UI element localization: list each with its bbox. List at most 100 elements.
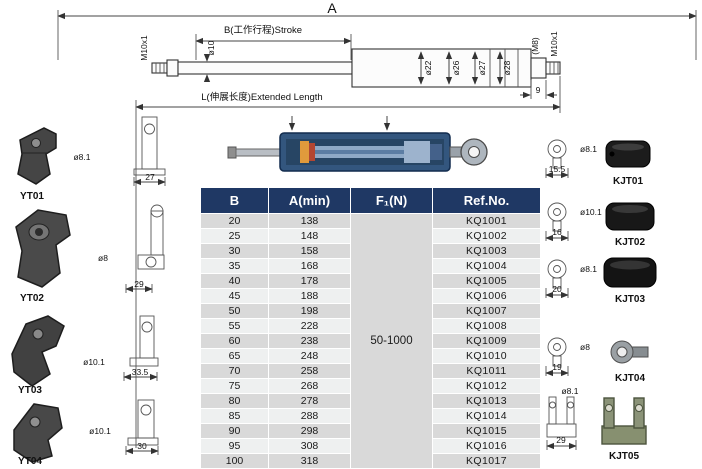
cell-ref-no: KQ1013 [432,393,541,409]
dim-dia28-label: ø28 [502,60,512,75]
cell-ref-no: KQ1009 [432,333,541,349]
cell-a-min: 148 [268,228,351,244]
piston-rod [235,148,283,157]
fitting-dia-kjt05: ø8.1 [561,386,578,396]
cell-a-min: 288 [268,408,351,424]
left-fittings: YT01 ø8.1 27 YT02 ø8 [11,116,166,467]
cell-ref-no: KQ1004 [432,258,541,274]
fitting-label-kjt03: KJT03 [615,294,645,305]
dim-m8-label: (M8) [530,37,540,55]
cell-ref-no: KQ1017 [432,453,541,469]
fitting-label-yt03: YT03 [18,385,42,396]
header-b: B [200,187,269,214]
fitting-photo-kjt03 [603,257,657,288]
cell-b: 75 [200,378,269,394]
fitting-width-kjt05: 29 [556,435,566,445]
seal-ring [309,143,315,161]
fitting-photo-kjt04 [610,340,649,364]
fitting-photo-kjt05 [601,397,647,445]
fitting-outline-kjt01 [545,139,569,179]
cell-ref-no: KQ1003 [432,243,541,259]
cell-a-min: 178 [268,273,351,289]
eyelet-stem [449,146,463,158]
fitting-outline-kjt03 [545,259,569,299]
fitting-photo-yt03 [11,315,65,387]
cell-ref-no: KQ1005 [432,273,541,289]
fitting-width-kjt04: 19 [552,362,562,372]
fitting-dia-yt01: ø8.1 [73,152,90,162]
cell-ref-no: KQ1016 [432,438,541,454]
cell-a-min: 318 [268,453,351,469]
cell-a-min: 198 [268,303,351,319]
cell-b: 85 [200,408,269,424]
top-dimension-drawing: A B(工作行程)Stroke [57,0,697,448]
fitting-label-kjt05: KJT05 [609,451,639,462]
header-a-min: A(min) [268,187,351,214]
cell-b: 30 [200,243,269,259]
dim-thread-left-label: M10x1 [139,35,149,61]
fitting-dia-yt03: ø10.1 [83,357,105,367]
cell-b: 100 [200,453,269,469]
fitting-dia-yt04: ø10.1 [89,426,111,436]
cell-ref-no: KQ1015 [432,423,541,439]
fitting-outline-yt03 [123,315,159,381]
fitting-photo-kjt01 [605,140,651,168]
fitting-label-kjt02: KJT02 [615,237,645,248]
cell-b: 50 [200,303,269,319]
cell-a-min: 258 [268,363,351,379]
fitting-width-kjt02: 16 [552,227,562,237]
fitting-outline-yt02 [125,204,165,293]
rod-end-cap [227,146,237,159]
cell-a-min: 158 [268,243,351,259]
right-fittings: ø8.1 15.5 KJT01 ø10.1 16 [545,139,657,462]
cell-b: 70 [200,363,269,379]
cell-b: 95 [200,438,269,454]
eyelet-hole [468,146,480,158]
cell-ref-no: KQ1002 [432,228,541,244]
seal-pack [300,141,309,163]
cell-ref-no: KQ1001 [432,213,541,229]
cell-a-min: 188 [268,288,351,304]
cell-b: 65 [200,348,269,364]
fitting-width-yt01: 27 [145,172,155,182]
cell-b: 80 [200,393,269,409]
dim-end-label: 9 [536,85,541,95]
cell-ref-no: KQ1010 [432,348,541,364]
cell-a-min: 308 [268,438,351,454]
spec-table-header-row: B A(min) F₁(N) Ref.No. [200,187,541,214]
fitting-photo-yt04 [13,403,63,463]
cell-ref-no: KQ1007 [432,303,541,319]
cell-b: 20 [200,213,269,229]
cell-a-min: 228 [268,318,351,334]
fitting-dia-kjt03: ø8.1 [580,264,597,274]
fitting-width-kjt01: 15.5 [549,164,566,174]
fitting-outline-yt01 [133,116,166,186]
fitting-width-kjt03: 20 [552,284,562,294]
dim-rod-dia-label: ø10 [206,40,216,55]
dim-overall-label: A [327,0,337,16]
cross-section-drawing [227,116,488,172]
fitting-outline-kjt05 [546,396,577,450]
dim-dia22-label: ø22 [423,60,433,75]
cell-ref-no: KQ1008 [432,318,541,334]
header-f1: F₁(N) [350,187,433,214]
cell-a-min: 278 [268,393,351,409]
fitting-label-kjt04: KJT04 [615,373,645,384]
end-plug [430,144,442,160]
fitting-dia-kjt01: ø8.1 [580,144,597,154]
cell-b: 60 [200,333,269,349]
cell-b: 90 [200,423,269,439]
fitting-width-yt03: 33.5 [132,367,149,377]
cell-a-min: 268 [268,378,351,394]
fitting-photo-yt02 [15,209,71,288]
cell-f1: 50-1000 [350,213,433,469]
fitting-photo-yt01 [17,127,57,185]
